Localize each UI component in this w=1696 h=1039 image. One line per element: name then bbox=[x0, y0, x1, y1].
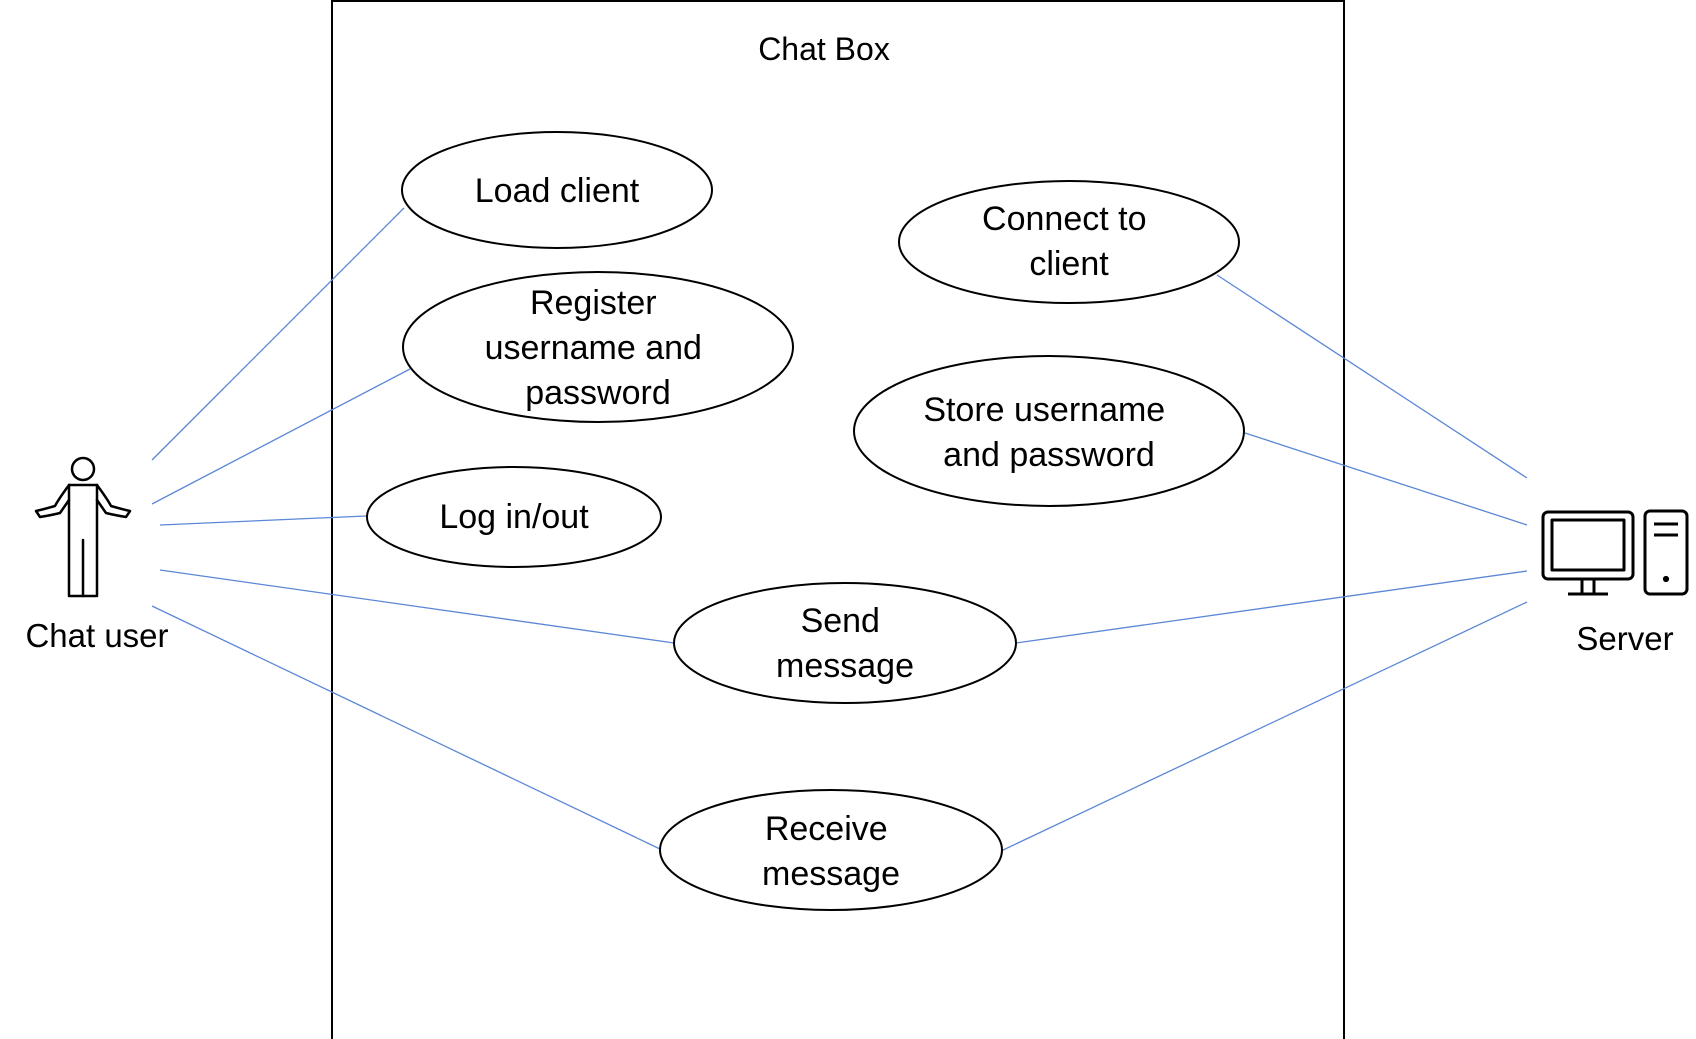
svg-text:Receive message: Receive message bbox=[762, 810, 900, 893]
chat-user-associations bbox=[151, 207, 675, 850]
computer-icon bbox=[1541, 509, 1689, 596]
server-associations bbox=[1000, 274, 1528, 852]
use-case-store-credentials: Store username and password bbox=[853, 355, 1245, 507]
actor-label: Server bbox=[1576, 620, 1673, 657]
person-icon bbox=[34, 456, 132, 598]
actor-chat-user: Chat user bbox=[25, 456, 169, 654]
svg-text:Log in/out: Log in/out bbox=[439, 498, 589, 536]
svg-text:Send message: Send message bbox=[776, 602, 914, 685]
use-case-label: Log in/out bbox=[439, 498, 589, 536]
association-line-register bbox=[151, 368, 411, 505]
actor-server: Server bbox=[1541, 509, 1689, 657]
svg-text:Connect to client: Connect to client bbox=[982, 200, 1156, 283]
use-case-load-client: Load client bbox=[401, 131, 713, 249]
use-case-connect-to-client: Connect to client bbox=[898, 180, 1240, 304]
association-line-send-message-server bbox=[1015, 570, 1528, 644]
association-line-receive-message-server bbox=[1000, 601, 1528, 852]
use-case-label: client bbox=[1029, 245, 1109, 283]
system-title: Chat Box bbox=[758, 31, 890, 67]
use-case-label: Load client bbox=[475, 172, 640, 210]
association-line-connect-to-client bbox=[1216, 274, 1528, 479]
svg-text:Store username and passw: Store username and password bbox=[923, 391, 1174, 474]
association-line-log-in-out bbox=[159, 515, 367, 526]
actor-label: Chat user bbox=[25, 617, 168, 654]
use-case-send-message: Send message bbox=[673, 582, 1017, 704]
use-case-label: Send bbox=[801, 602, 880, 640]
use-case-label: Receive bbox=[765, 810, 888, 848]
use-case-register: Register username and password bbox=[402, 271, 794, 423]
association-line-load-client bbox=[151, 207, 405, 461]
use-case-label: Register bbox=[530, 284, 657, 322]
use-case-label: message bbox=[762, 855, 900, 893]
association-line-receive-message-user bbox=[151, 605, 661, 850]
system-boundary bbox=[331, 0, 1345, 1039]
use-case-label: message bbox=[776, 647, 914, 685]
use-case-receive-message: Receive message bbox=[659, 789, 1003, 911]
use-case-label: Store username bbox=[923, 391, 1165, 429]
association-line-send-message-user bbox=[159, 569, 675, 644]
svg-text:Register username and: Register username and password bbox=[485, 284, 712, 412]
use-case-log-in-out: Log in/out bbox=[366, 466, 662, 568]
use-case-label: Connect to bbox=[982, 200, 1146, 238]
use-case-label: username and bbox=[485, 329, 702, 367]
svg-text:Load client: Load client bbox=[475, 172, 640, 210]
use-case-label: password bbox=[525, 374, 671, 412]
association-line-store-credentials bbox=[1244, 432, 1528, 526]
use-case-label: and password bbox=[943, 436, 1155, 474]
